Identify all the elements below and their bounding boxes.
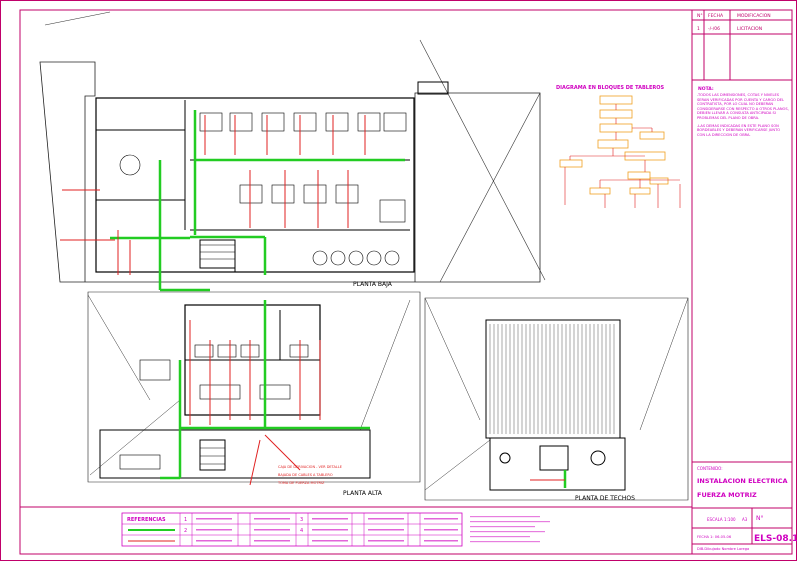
legend-num-1: 1: [184, 517, 187, 523]
planta-techos-title: PLANTA DE TECHOS: [575, 495, 635, 502]
rev-header-fecha: FECHA: [708, 13, 724, 19]
legend-num-4: 4: [300, 528, 303, 534]
rev-header-mod: MODIFICACION: [737, 13, 771, 19]
title-block: N° FECHA MODIFICACION 1 -/-/06 LICITACIO…: [692, 10, 797, 551]
legend-table: REFERENCIAS 1 2 3 4: [121, 512, 550, 547]
legend-title: REFERENCIAS: [127, 517, 166, 523]
project-title-line1: INSTALACION ELECTRICA: [697, 477, 788, 485]
planta-baja-plan: PLANTA BAJA: [39, 11, 546, 292]
block-diagram-title: DIAGRAMA EN BLOQUES DE TABLEROS: [556, 85, 664, 91]
rev-row-fecha: -/-/06: [708, 26, 720, 32]
planta-baja-title: PLANTA BAJA: [353, 281, 393, 288]
rev-row-num: 1: [697, 26, 700, 32]
escala-value: 1:100: [724, 517, 736, 522]
dibujo-line: DIB.Dibujado Nombre Lorega: [697, 547, 749, 551]
sheet-code: ELS-08.1a: [754, 534, 797, 544]
legend-num-2: 2: [184, 528, 187, 534]
planta-alta-title: PLANTA ALTA: [343, 490, 383, 497]
callout-bajada-cables: BAJADA DE CABLES A TABLERO: [278, 473, 333, 477]
planta-techos-plan: PLANTA DE TECHOS: [424, 297, 689, 502]
format-value: A3: [742, 517, 748, 522]
callout-caja-derivacion: CAJA DE DERIVACION - VER DETALLE: [278, 465, 342, 469]
escala-label: ESCALA: [707, 517, 723, 522]
project-title-line2: FUERZA MOTRIZ: [697, 491, 757, 499]
notes-title: NOTA:: [698, 86, 714, 92]
notes-body-1: -TODOS LAS DIMENSIONES, COTAS Y NIVELES …: [697, 93, 789, 120]
planta-alta-plan: CAJA DE DERIVACION - VER DETALLE BAJADA …: [87, 291, 421, 497]
legend-num-3: 3: [300, 517, 303, 523]
fecha-line: FECHA 1: 06-05-06: [697, 535, 732, 539]
rev-header-num: N°: [697, 13, 703, 19]
contenido-label: CONTENIDO:: [697, 466, 723, 471]
block-diagram: DIAGRAMA EN BLOQUES DE TABLEROS: [556, 85, 681, 208]
notes-body-2: -LAS DEMAS INDICADAS EN ESTE PLANO SON B…: [697, 123, 781, 137]
callout-toma-fuerza: TOMA DE FUERZA MOTRIZ: [277, 481, 325, 485]
sheet-no-label: N°: [756, 515, 764, 522]
rev-row-mod: LICITACION: [737, 26, 762, 32]
